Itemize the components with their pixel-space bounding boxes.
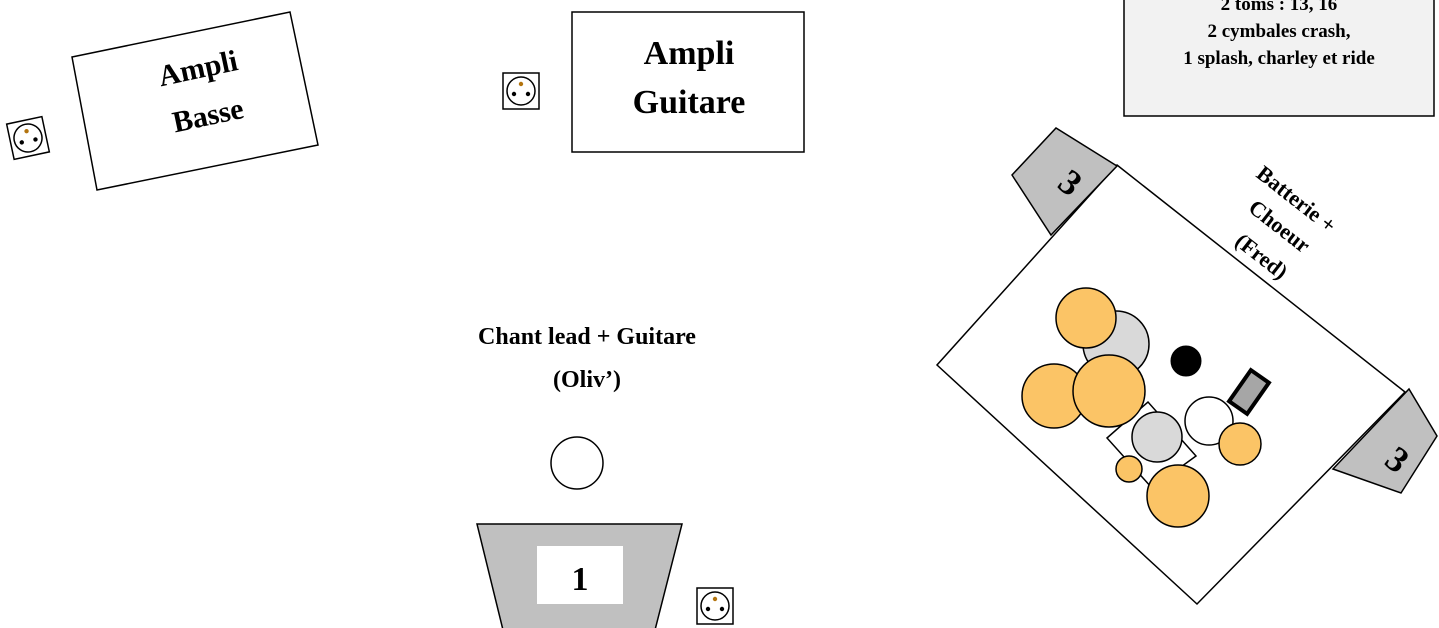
xlr-socket-vocal: [696, 587, 734, 625]
tom-13: [1072, 354, 1146, 428]
monitor-wedge-drum-left: 3: [1011, 127, 1119, 237]
guitar-amp: Ampli Guitare: [571, 11, 805, 153]
vocal-mic-position: [550, 436, 604, 490]
xlr-socket-bass: [5, 115, 51, 161]
lead-vocal-label: Chant lead + Guitare (Oliv’): [478, 324, 696, 393]
guitar-amp-label-1: Ampli: [644, 35, 735, 72]
info-line-splash: 1 splash, charley et ride: [1183, 48, 1375, 69]
drum-riser: [935, 163, 1407, 606]
splash-cymbal: [1218, 422, 1262, 466]
info-line-toms: 2 toms : 13, 16: [1221, 0, 1338, 15]
drums-label: Batterie + Choeur (Fred): [1230, 160, 1341, 284]
instrument-info-box: 2 toms : 13, 16 2 cymbales crash, 1 spla…: [1123, 0, 1435, 117]
small-cymbal: [1115, 455, 1143, 483]
drum-kit: [1021, 287, 1272, 528]
info-line-crash: 2 cymbales crash,: [1207, 21, 1350, 42]
xlr-socket-guitar: [502, 72, 540, 110]
monitor-wedge-front: 1: [476, 523, 683, 628]
bass-amp: Ampli Basse: [71, 11, 319, 191]
drum-throne: [1170, 345, 1202, 377]
vocalist-label-2: (Oliv’): [553, 367, 621, 393]
monitor-wedge-drum-right: 3: [1331, 387, 1438, 494]
floor-tom: [1055, 287, 1117, 349]
vocalist-label-1: Chant lead + Guitare: [478, 324, 696, 350]
snare-drum: [1184, 396, 1234, 446]
monitor-front-number: 1: [572, 561, 589, 598]
guitar-amp-label-2: Guitare: [633, 84, 746, 121]
pedal-box: [1226, 367, 1272, 417]
crash-cymbal: [1146, 464, 1210, 528]
hihat-cymbal: [1131, 411, 1183, 463]
